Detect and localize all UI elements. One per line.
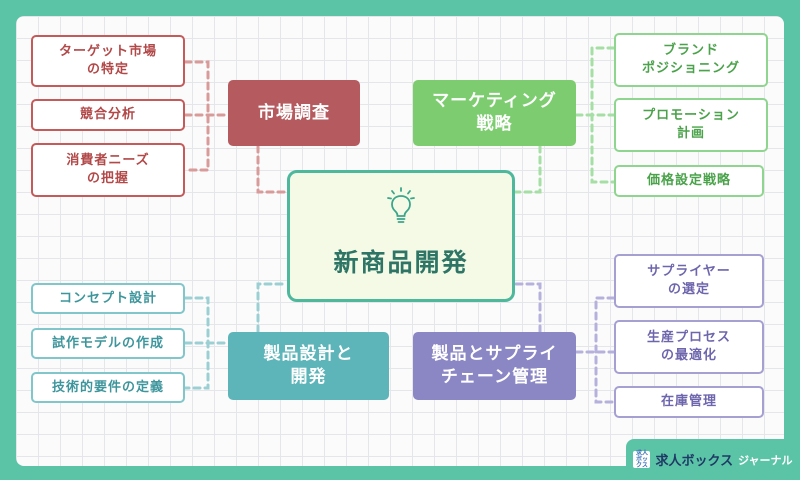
leaf-brand-positioning: ブランド ポジショニング [614, 33, 768, 87]
center-node: 新商品開発 [287, 170, 515, 302]
leaf-prototype: 試作モデルの作成 [31, 328, 185, 359]
design-connectors [183, 282, 289, 390]
leaf-target-market: ターゲット市場 の特定 [31, 35, 185, 87]
leaf-inventory-management: 在庫管理 [614, 386, 764, 418]
leaf-consumer-needs: 消費者ニーズ の把握 [31, 143, 185, 197]
leaf-competitor-analysis: 競合分析 [31, 99, 185, 131]
brand-logo: 求人 ボックス [633, 450, 651, 468]
leaf-production-optimization: 生産プロセス の最適化 [614, 320, 764, 374]
brand-name: 求人ボックス [655, 454, 734, 469]
leaf-concept-design: コンセプト設計 [31, 283, 185, 314]
leaf-supplier-selection: サプライヤー の選定 [614, 254, 764, 308]
branch-market-research: 市場調査 [228, 80, 360, 146]
leaf-technical-requirements: 技術的要件の定義 [31, 372, 185, 403]
leaf-promotion-plan: プロモーション 計画 [614, 98, 768, 152]
lightbulb-icon [387, 186, 415, 236]
branch-supply-chain: 製品とサプライ チェーン管理 [413, 332, 576, 400]
supply-connectors [513, 282, 616, 404]
marketing-connectors [513, 46, 616, 194]
center-label: 新商品開発 [333, 247, 469, 277]
market-connectors [183, 60, 289, 194]
brand-subtitle: ジャーナル [738, 453, 793, 467]
branch-marketing-strategy: マーケティング 戦略 [413, 80, 576, 146]
leaf-pricing-strategy: 価格設定戦略 [614, 165, 764, 197]
branch-product-design: 製品設計と 開発 [228, 332, 389, 400]
brand-badge: 求人 ボックス 求人ボックス ジャーナル [626, 439, 800, 480]
